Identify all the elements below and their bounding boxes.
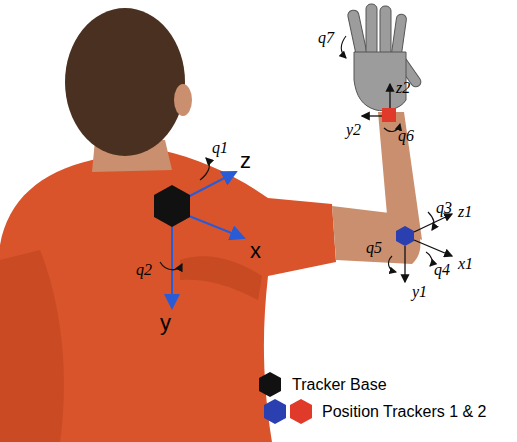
- rotation-arrow: [384, 124, 400, 131]
- axis-label: z: [240, 150, 251, 172]
- head-hair: [65, 8, 185, 156]
- rotation-arrow: [426, 252, 432, 266]
- joint-label: y2: [346, 122, 361, 138]
- axis-label: x: [250, 240, 261, 262]
- rotation-arrow: [342, 36, 347, 58]
- joint-label: q7: [318, 30, 334, 46]
- tracker-base: [154, 185, 190, 227]
- axis-arrow: [389, 84, 390, 110]
- legend-base-hex: [259, 372, 281, 397]
- ear: [174, 84, 192, 116]
- rotation-arrow: [160, 262, 182, 270]
- legend-blue-hex: [264, 399, 286, 424]
- joint-label: q2: [136, 262, 152, 278]
- position-tracker-1: [396, 226, 414, 246]
- joint-label: y1: [412, 284, 427, 300]
- shirt-shade: [0, 250, 64, 442]
- rotation-arrow: [200, 158, 209, 180]
- rotation-arrow: [389, 256, 396, 272]
- axis-label: y: [160, 312, 171, 334]
- axis-arrow: [182, 172, 236, 200]
- joint-label: x1: [458, 256, 473, 272]
- axis-arrow: [171, 224, 173, 308]
- shirt-fold: [180, 256, 262, 300]
- joint-label: q3: [436, 200, 452, 216]
- legend-text: Tracker Base: [292, 377, 387, 393]
- axis-arrow: [184, 214, 244, 238]
- legend-red-hex: [290, 399, 312, 424]
- joint-label: z2: [396, 80, 410, 96]
- axis-arrow: [362, 115, 382, 116]
- joint-label: z1: [458, 204, 472, 220]
- joint-label: q6: [398, 128, 414, 144]
- joint-label: q5: [366, 240, 382, 256]
- glove: [347, 4, 423, 111]
- position-tracker-2: [382, 108, 396, 122]
- rotation-arrow: [428, 212, 434, 230]
- legend-text: Position Trackers 1 & 2: [322, 404, 487, 420]
- axis-arrow: [404, 246, 405, 282]
- shirt: [0, 150, 336, 442]
- forearm: [378, 112, 422, 240]
- joint-label: q1: [212, 140, 228, 156]
- axis-arrow: [414, 240, 452, 256]
- joint-label: q4: [434, 262, 450, 278]
